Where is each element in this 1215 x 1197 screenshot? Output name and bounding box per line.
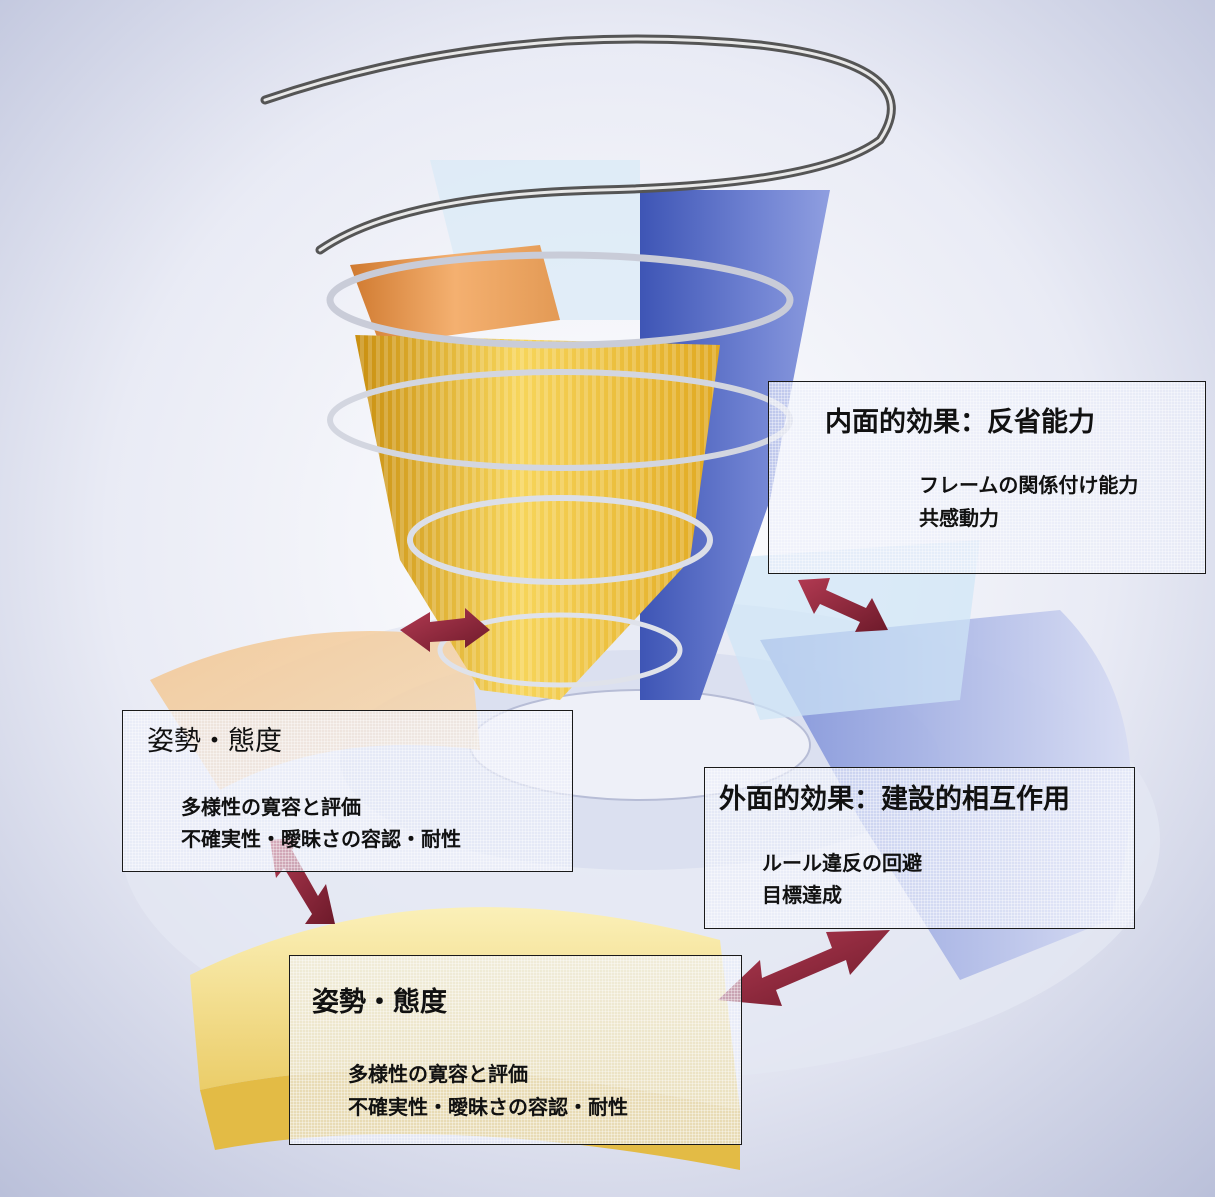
arrow-bidirectional-lower-right	[718, 930, 890, 1006]
attitude-upper-item-1: 多様性の寛容と評価	[181, 795, 361, 819]
outer-effect-item-2: 目標達成	[762, 883, 842, 907]
attitude-lower-item-2: 不確実性・曖昧さの容認・耐性	[348, 1095, 628, 1119]
spiral-ring-3	[407, 495, 713, 585]
cone-yellow-texture	[355, 335, 720, 700]
base-segment-lightblue	[700, 540, 980, 720]
arrow-bidirectional-upper-left	[400, 608, 490, 652]
inner-effect-item-1: フレームの関係付け能力	[919, 473, 1139, 497]
spiral-ring-4	[437, 612, 683, 688]
attitude-upper-box: 姿勢・態度 多様性の寛容と評価 不確実性・曖昧さの容認・耐性	[122, 710, 573, 872]
attitude-upper-title: 姿勢・態度	[147, 726, 282, 757]
cone-blue-segment	[640, 190, 830, 700]
arrow-bidirectional-upper-right	[798, 578, 888, 632]
outer-effect-title: 外面的効果：建設的相互作用	[719, 784, 1070, 815]
attitude-lower-item-1: 多様性の寛容と評価	[348, 1062, 528, 1086]
attitude-lower-title: 姿勢・態度	[312, 987, 447, 1018]
outer-effect-item-1: ルール違反の回避	[762, 851, 922, 875]
inner-effect-title: 内面的効果：反省能力	[825, 407, 1095, 438]
spiral-ring-1	[326, 251, 794, 349]
attitude-lower-box: 姿勢・態度 多様性の寛容と評価 不確実性・曖昧さの容認・耐性	[289, 955, 742, 1145]
inner-effect-box: 内面的効果：反省能力 フレームの関係付け能力 共感動力	[768, 381, 1206, 574]
spiral-top-highlight	[263, 37, 893, 252]
outer-effect-box: 外面的効果：建設的相互作用 ルール違反の回避 目標達成	[704, 767, 1135, 929]
attitude-upper-item-2: 不確実性・曖昧さの容認・耐性	[181, 827, 461, 851]
inner-effect-item-2: 共感動力	[919, 506, 999, 530]
